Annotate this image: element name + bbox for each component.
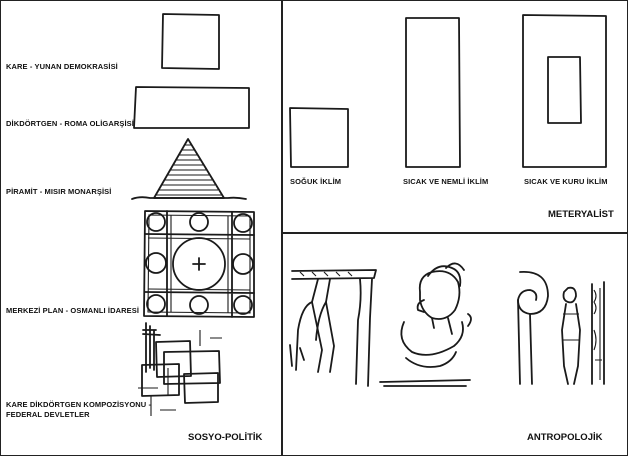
label-dikdortgen: DİKDÖRTGEN - ROMA OLİGARŞİSİ (6, 119, 134, 128)
label-soguk-iklim: SOĞUK İKLİM (290, 177, 342, 186)
title-sosyo-politik: SOSYO-POLİTİK (188, 432, 263, 443)
label-merkezi-plan: MERKEZİ PLAN - OSMANLI İDARESİ (6, 306, 140, 315)
label-piramit: PİRAMİT - MISIR MONARŞİSİ (6, 187, 112, 196)
horizontal-divider (282, 232, 628, 234)
label-kare: KARE - YUNAN DEMOKRASİSİ (6, 62, 118, 71)
label-sicak-nemli: SICAK VE NEMLİ İKLİM (403, 177, 489, 186)
vertical-divider (281, 0, 283, 456)
title-meteryalist: METERYALİST (548, 209, 614, 220)
label-kompozisyon-line2: FEDERAL DEVLETLER (6, 410, 90, 419)
label-sicak-kuru: SICAK VE KURU İKLİM (524, 177, 608, 186)
label-kompozisyon-line1: KARE DİKDÖRTGEN KOMPOZİSYONU - (6, 400, 152, 409)
title-antropolojik: ANTROPOLOJİK (527, 432, 603, 443)
